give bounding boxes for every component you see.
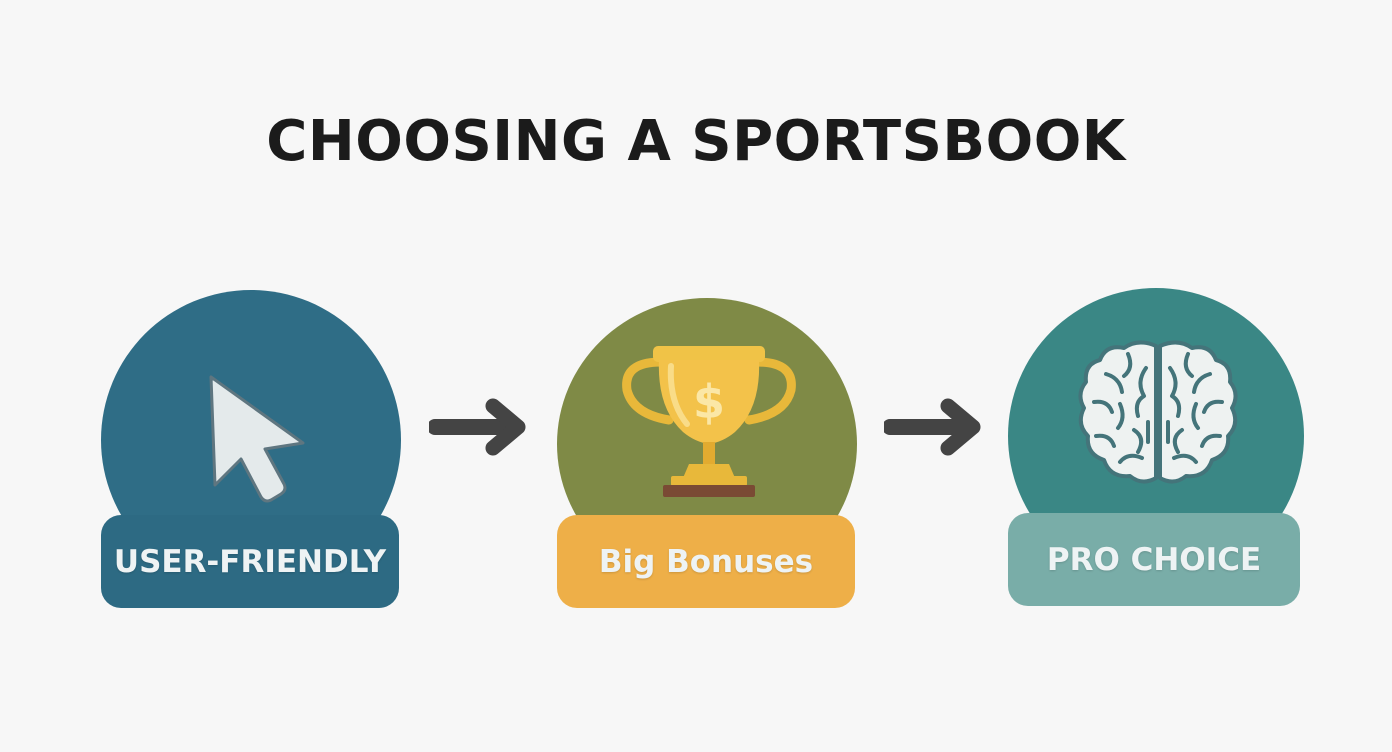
brain-icon — [1078, 340, 1238, 484]
right-arrow-icon — [429, 398, 526, 456]
step-label-pro-choice: PRO CHOICE — [1008, 513, 1300, 606]
step-user-friendly: USER-FRIENDLY — [101, 290, 401, 610]
step-big-bonuses: $ Big Bonuses — [557, 290, 857, 610]
step-pro-choice: PRO CHOICE — [1008, 288, 1308, 608]
step-label-big-bonuses: Big Bonuses — [557, 515, 855, 608]
right-arrow-icon — [884, 398, 981, 456]
trophy-dollar-icon: $ — [622, 346, 796, 497]
svg-text:$: $ — [693, 375, 725, 429]
cursor-arrow-icon — [209, 375, 305, 503]
page-title: CHOOSING A SPORTSBOOK — [266, 109, 1126, 174]
step-label-user-friendly: USER-FRIENDLY — [101, 515, 399, 608]
